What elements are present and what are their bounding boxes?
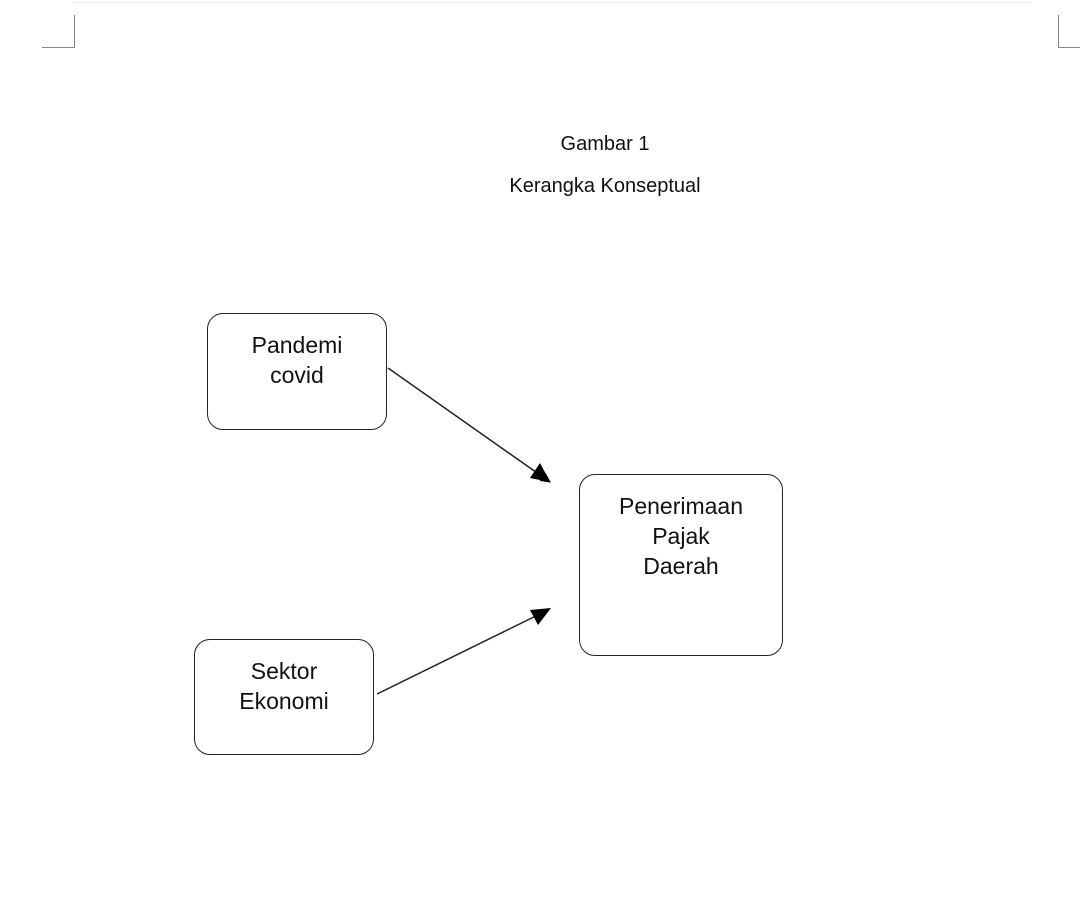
arrowhead-2 bbox=[530, 608, 551, 625]
figure-title: Kerangka Konseptual bbox=[509, 175, 701, 197]
node-text-line: Pandemi bbox=[251, 332, 343, 358]
node-text-line: Pajak bbox=[652, 523, 710, 549]
node-pandemi-covid: Pandemi covid bbox=[207, 313, 387, 430]
node-text-line: Penerimaan bbox=[618, 493, 744, 519]
node-text-line: Sektor bbox=[250, 658, 318, 684]
margin-mark-right-horizontal bbox=[1058, 47, 1080, 48]
margin-mark-left-vertical bbox=[74, 15, 75, 48]
figure-label: Gambar 1 bbox=[560, 133, 650, 155]
node-sektor-ekonomi: Sektor Ekonomi bbox=[194, 639, 374, 755]
node-text-line: Daerah bbox=[643, 553, 719, 579]
arrow-pandemi-to-penerimaan bbox=[387, 367, 551, 483]
arrow-sektor-to-penerimaan bbox=[376, 609, 549, 695]
arrowhead-1 bbox=[530, 463, 550, 482]
node-penerimaan-pajak-daerah: Penerimaan Pajak Daerah bbox=[579, 474, 783, 656]
node-text-line: covid bbox=[270, 362, 324, 388]
page-top-edge bbox=[72, 2, 1032, 3]
margin-mark-left-horizontal bbox=[42, 47, 75, 48]
node-text-line: Ekonomi bbox=[239, 688, 329, 714]
margin-mark-right-vertical bbox=[1058, 15, 1059, 48]
